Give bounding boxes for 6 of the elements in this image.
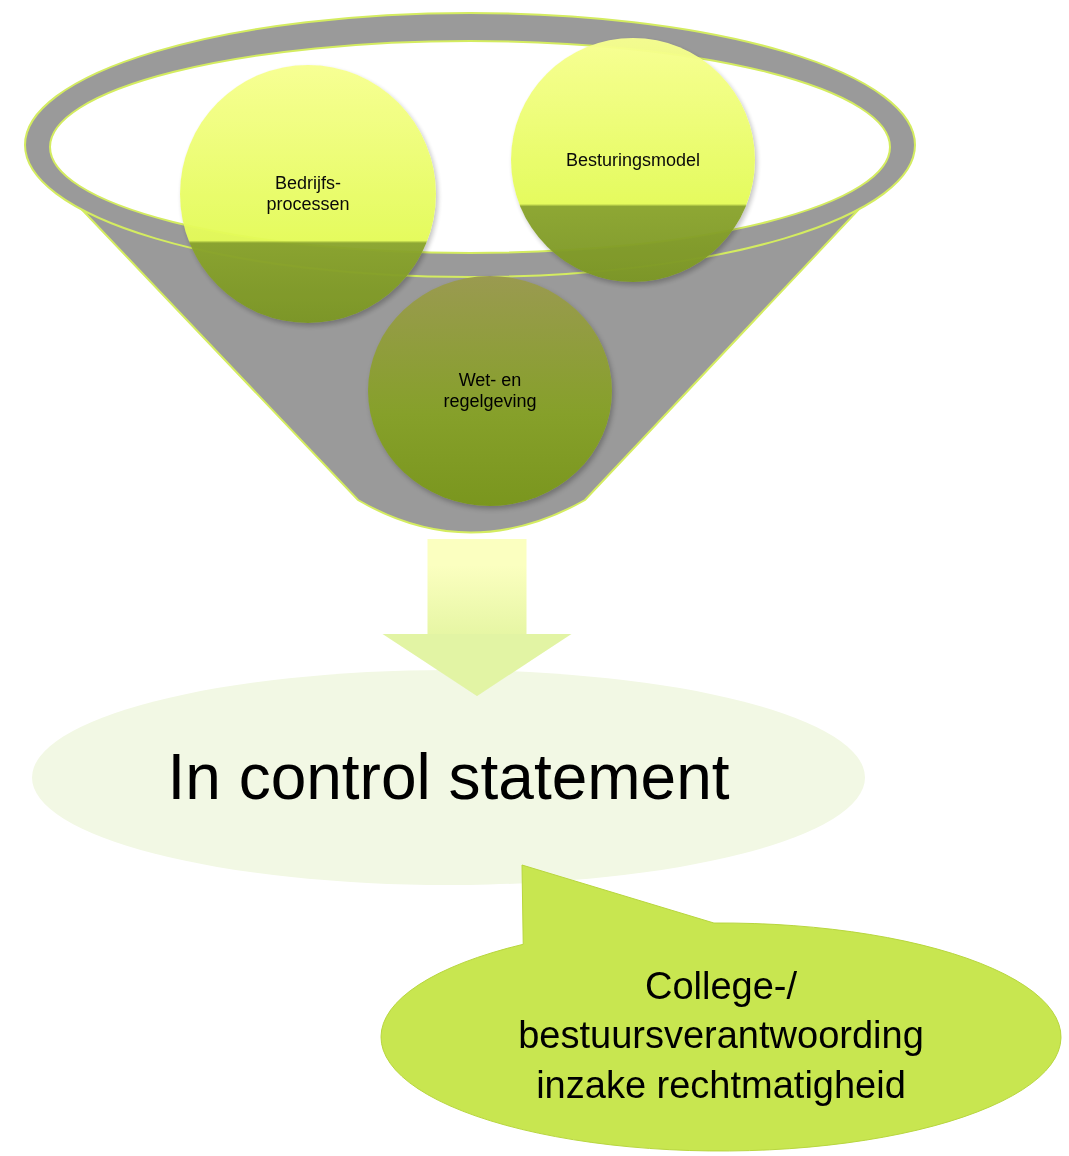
node-label: Wet- en regelgeving xyxy=(442,370,538,412)
node-label: College-/ bestuursverantwoording inzake rechtmatigheid xyxy=(517,963,925,1108)
block-arrow xyxy=(381,539,573,696)
node-label: In control statement xyxy=(166,739,731,815)
node-label: Bedrijfs- processen xyxy=(265,173,351,215)
node-label: Besturingsmodel xyxy=(564,149,702,171)
